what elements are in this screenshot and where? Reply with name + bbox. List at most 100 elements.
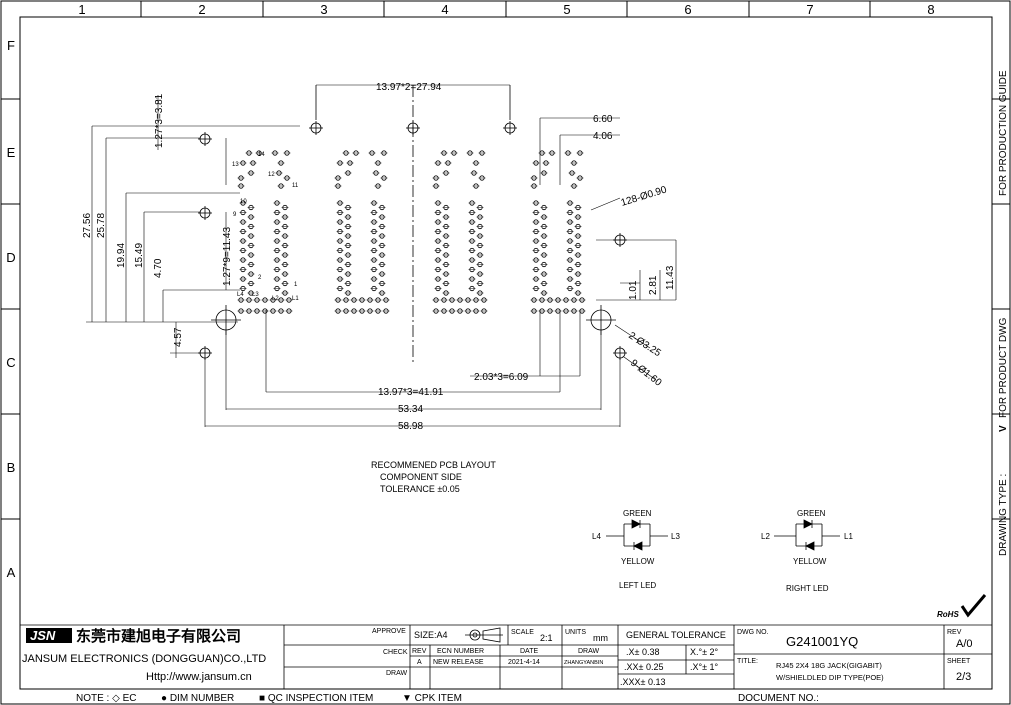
scale-value: 2:1 [540,633,553,643]
dim-4-06: 4.06 [593,131,613,142]
tolerance-1b: X.°± 2° [690,647,719,657]
pin-label: L1 [292,296,299,302]
check-icon [960,594,987,618]
dwg-no-label: DWG NO. [737,629,769,636]
ecn-header: ECN NUMBER [437,648,484,655]
pin-array [237,150,586,314]
rev-header: REV [412,648,427,655]
dwg-no: G241001YQ [786,634,858,649]
column-label: 5 [563,2,570,17]
draw-header: DRAW [578,648,600,655]
company-name-cn: 东莞市建旭电子有限公司 [76,627,241,645]
column-label: 4 [441,2,448,17]
dim-1-01: 1.01 [628,280,639,300]
dimension-lines [86,84,677,427]
right-led-r: L1 [844,532,853,541]
dim-6-60: 6.60 [593,114,613,125]
dim-58-98: 58.98 [398,421,423,432]
rev-value-row: A [417,659,422,666]
svg-text:RoHS: RoHS [937,610,959,619]
row-label: E [7,145,16,160]
right-led-bottom: YELLOW [793,557,827,566]
pin-label: 10 [240,199,247,205]
left-led-r: L3 [671,532,680,541]
date-header: DATE [520,648,538,655]
dim-4-70: 4.70 [153,258,164,278]
rev-value: A/0 [956,638,973,650]
left-led-caption: LEFT LED [619,581,656,590]
left-led-bottom: YELLOW [621,557,655,566]
pin-label: 13 [232,162,239,168]
pin-label: L4 [237,292,244,298]
dim-25-78: 25.78 [96,213,107,238]
date-value: 2021-4-14 [508,659,540,666]
left-led-symbol [606,519,668,551]
dim-53-34: 53.34 [398,404,423,415]
svg-text:JSN: JSN [30,628,56,643]
footer-note: NOTE : ◇ EC [76,693,136,704]
pin-label: 11 [292,183,299,189]
tolerance-1a: .X± 0.38 [626,647,659,657]
right-led-symbol [774,519,840,551]
column-label: 7 [806,2,813,17]
size-label: SIZE:A4 [414,630,448,640]
dim-pitch-mid: 1.27*9=11.43 [222,227,233,286]
left-led-top: GREEN [623,509,652,518]
dim-top-span: 13.97*2=27.94 [376,82,442,93]
product-dwg-mark: V [998,425,1009,432]
row-label: A [7,565,16,580]
column-label: 1 [78,2,85,17]
pin-label: 12 [268,172,275,178]
sheet-value: 2/3 [956,671,971,683]
pcb-note-line: TOLERANCE ±0.05 [380,484,460,494]
dim-41-91: 13.97*3=41.91 [378,387,444,398]
footer-dim-number: ● DIM NUMBER [161,693,234,704]
title-label: TITLE: [737,658,758,665]
pcb-note-line: RECOMMENED PCB LAYOUT [371,460,496,470]
dim-15-49: 15.49 [134,243,145,268]
left-led-l: L4 [592,532,601,541]
column-label: 6 [684,2,691,17]
dim-19-94: 19.94 [116,243,127,268]
units-label: UNITS [565,629,586,636]
drawing-type-note: DRAWING TYPE : [998,474,1009,556]
company-web: Http://www.jansum.cn [146,671,252,683]
pin-label: 2 [258,275,262,281]
row-label: B [7,460,16,475]
document-no: DOCUMENT NO.: [738,693,819,704]
title-line-1: RJ45 2X4 18G JACK(GIGABIT) [776,661,882,670]
right-led-top: GREEN [797,509,826,518]
column-label: 2 [198,2,205,17]
dim-2-03: 2.03*3=6.09 [474,372,529,383]
pin-label: L2 [272,296,279,302]
column-label: 3 [320,2,327,17]
production-guide-note: FOR PRODUCTION GUIDE [998,70,1009,196]
pin-label: L3 [252,292,259,298]
column-header [20,1,992,18]
footer-qc: ■ QC INSPECTION ITEM [259,693,373,704]
dim-11-43: 11.43 [665,265,676,290]
right-led-l: L2 [761,532,770,541]
approve-label: APPROVE [372,628,406,635]
product-dwg-note: FOR PRODUCT DWG [998,317,1009,418]
units-value: mm [593,633,608,643]
tolerance-2a: .XX± 0.25 [624,662,663,672]
right-led-caption: RIGHT LED [786,584,829,593]
row-label: C [6,355,15,370]
column-label: 8 [927,2,934,17]
dim-27-56: 27.56 [82,213,93,238]
title-line-2: W/SHIELDLED DIP TYPE(POE) [776,673,884,682]
tolerance-title: GENERAL TOLERANCE [626,630,726,640]
draw-label: DRAW [386,670,408,677]
dim-4-57: 4.57 [173,327,184,347]
dim-2-81: 2.81 [648,275,659,295]
scale-label: SCALE [511,629,534,636]
sheet-label: SHEET [947,658,971,665]
rev-label: REV [947,629,962,636]
row-ticks [1,98,1010,520]
rohs-mark: RoHS [937,594,987,619]
draw-value: ZHANGYANBIN [564,660,603,666]
pin-label: 14 [258,152,265,158]
pin-label: 1 [294,282,298,288]
ecn-value: NEW RELEASE [433,659,484,666]
